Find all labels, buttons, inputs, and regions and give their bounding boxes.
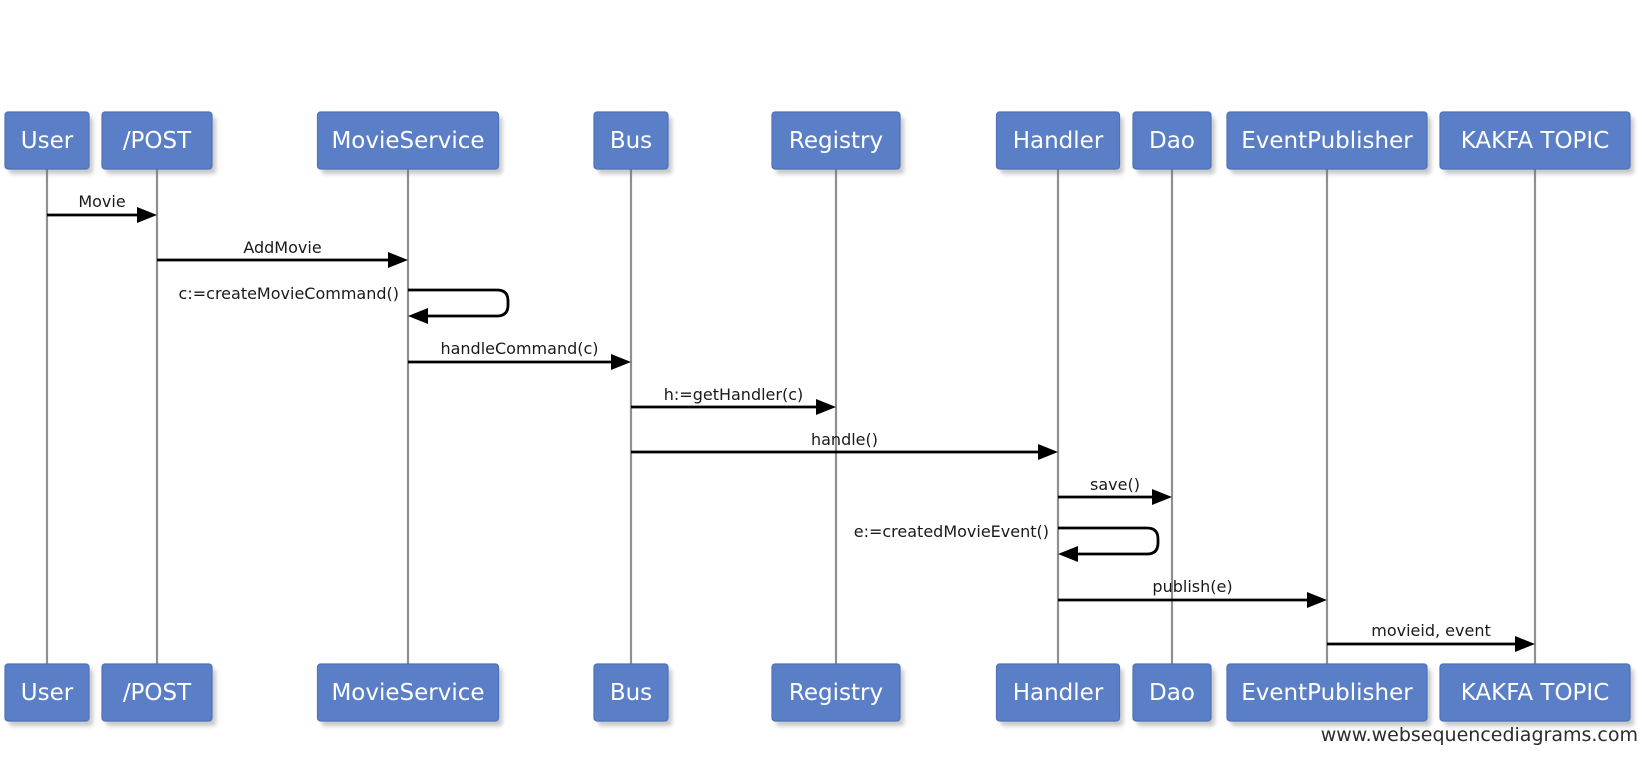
message-label: e:=createdMovieEvent() xyxy=(854,522,1049,541)
participant-box xyxy=(995,663,1121,722)
watermark-text: www.websequencediagrams.com xyxy=(1321,724,1638,746)
participant-handler-bottom: Handler xyxy=(995,663,1124,726)
participant-box xyxy=(771,111,901,170)
participant-box xyxy=(995,111,1121,170)
participant-dao-bottom: Dao xyxy=(1132,663,1215,726)
participant-eventpublisher-top: EventPublisher xyxy=(1226,111,1431,174)
message-label: c:=createMovieCommand() xyxy=(179,284,399,303)
message-9: publish(e) xyxy=(1058,577,1327,608)
participant-box xyxy=(1132,111,1212,170)
participant-registry-bottom: Registry xyxy=(771,663,904,726)
participant-box xyxy=(4,663,90,722)
message-arrowhead xyxy=(1307,592,1327,608)
message-8: e:=createdMovieEvent() xyxy=(854,522,1160,562)
participant-post-bottom: /POST xyxy=(101,663,216,726)
participant-kafka-bottom: KAKFA TOPIC xyxy=(1439,663,1634,726)
message-arrow-line xyxy=(1058,526,1160,556)
participant-label: /POST xyxy=(123,128,192,154)
participant-label: KAKFA TOPIC xyxy=(1461,680,1610,706)
participant-label: MovieService xyxy=(331,128,484,154)
participant-eventpublisher-bottom: EventPublisher xyxy=(1226,663,1431,726)
message-label: save() xyxy=(1090,475,1140,494)
participant-label: EventPublisher xyxy=(1241,128,1413,154)
participant-label: Dao xyxy=(1149,128,1195,154)
message-10: movieid, event xyxy=(1327,621,1535,652)
participant-box xyxy=(593,111,669,170)
participant-label: Handler xyxy=(1013,680,1104,706)
participant-label: EventPublisher xyxy=(1241,680,1413,706)
participant-box xyxy=(593,663,669,722)
message-arrowhead xyxy=(1038,444,1058,460)
message-label: Movie xyxy=(78,192,125,211)
participant-dao-top: Dao xyxy=(1132,111,1215,174)
participant-handler-top: Handler xyxy=(995,111,1124,174)
message-3: c:=createMovieCommand() xyxy=(179,284,510,324)
message-2: AddMovie xyxy=(157,238,408,268)
participant-box xyxy=(4,111,90,170)
participant-label: Registry xyxy=(789,680,883,706)
message-label: AddMovie xyxy=(243,238,321,257)
participants: UserUser/POST/POSTMovieServiceMovieServi… xyxy=(4,111,1634,726)
message-label: movieid, event xyxy=(1371,621,1490,640)
message-arrow-line xyxy=(408,288,510,318)
message-arrowhead xyxy=(1152,489,1172,505)
participant-movieservice-top: MovieService xyxy=(316,111,503,174)
participant-kafka-top: KAKFA TOPIC xyxy=(1439,111,1634,174)
message-label: handle() xyxy=(811,430,878,449)
message-arrowhead xyxy=(388,252,408,268)
participant-box xyxy=(101,663,213,722)
participant-label: MovieService xyxy=(331,680,484,706)
participant-label: Bus xyxy=(610,128,652,154)
message-7: save() xyxy=(1058,475,1172,505)
message-arrowhead xyxy=(137,207,157,223)
participant-label: Handler xyxy=(1013,128,1104,154)
participant-label: Bus xyxy=(610,680,652,706)
message-arrowhead xyxy=(1058,546,1078,562)
message-6: handle() xyxy=(631,430,1058,460)
message-4: handleCommand(c) xyxy=(408,339,631,370)
participant-box xyxy=(316,111,500,170)
participant-label: User xyxy=(21,128,74,154)
message-arrowhead xyxy=(611,354,631,370)
message-label: publish(e) xyxy=(1152,577,1232,596)
participant-movieservice-bottom: MovieService xyxy=(316,663,503,726)
participant-post-top: /POST xyxy=(101,111,216,174)
participant-label: Dao xyxy=(1149,680,1195,706)
message-arrowhead xyxy=(1515,636,1535,652)
message-arrowhead xyxy=(408,308,428,324)
participant-box xyxy=(1439,111,1631,170)
participant-box xyxy=(771,663,901,722)
message-label: handleCommand(c) xyxy=(440,339,598,358)
participant-box xyxy=(316,663,500,722)
participant-label: User xyxy=(21,680,74,706)
participant-label: KAKFA TOPIC xyxy=(1461,128,1610,154)
participant-bus-bottom: Bus xyxy=(593,663,672,726)
participant-box xyxy=(1132,663,1212,722)
message-1: Movie xyxy=(47,192,157,223)
participant-box xyxy=(101,111,213,170)
message-label: h:=getHandler(c) xyxy=(664,385,804,404)
participant-label: /POST xyxy=(123,680,192,706)
participant-user-top: User xyxy=(4,111,93,174)
participant-user-bottom: User xyxy=(4,663,93,726)
message-5: h:=getHandler(c) xyxy=(631,385,836,415)
message-arrowhead xyxy=(816,399,836,415)
participant-label: Registry xyxy=(789,128,883,154)
participant-box xyxy=(1226,111,1428,170)
participant-box xyxy=(1439,663,1631,722)
participant-bus-top: Bus xyxy=(593,111,672,174)
lifelines xyxy=(45,169,1537,664)
participant-box xyxy=(1226,663,1428,722)
participant-registry-top: Registry xyxy=(771,111,904,174)
